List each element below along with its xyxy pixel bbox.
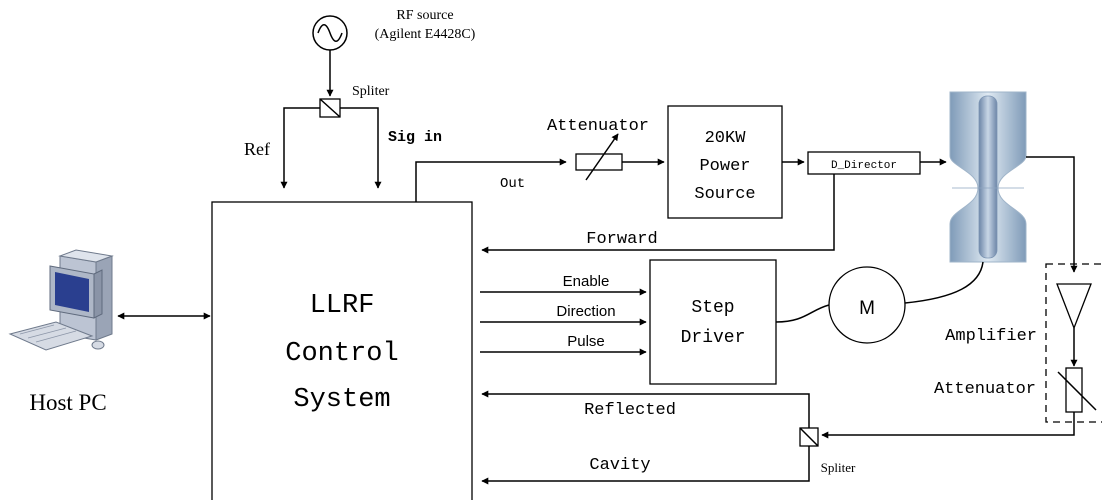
power-source-label-1: 20KW xyxy=(705,129,747,148)
sig-in-line xyxy=(340,107,382,189)
amplifier-label: Amplifier xyxy=(945,327,1037,346)
out-label: Out xyxy=(500,176,525,192)
pc-keyboard xyxy=(8,321,94,351)
d-director: D_Director xyxy=(807,151,921,175)
step-driver-label-2: Driver xyxy=(681,328,746,348)
llrf-label-1: LLRF xyxy=(310,291,375,321)
ref-line xyxy=(280,107,320,189)
power-source-label-3: Source xyxy=(694,185,755,204)
attenuator-to-spliter-line xyxy=(821,412,1075,439)
llrf-label-3: System xyxy=(293,385,390,415)
host-pc-label: Host PC xyxy=(29,390,106,415)
host-pc: Host PC xyxy=(8,249,114,415)
llrf-label-2: Control xyxy=(285,339,398,369)
motor-to-cavity-line xyxy=(904,261,984,304)
rf-source-label-2: (Agilent E4428C) xyxy=(375,27,476,42)
top-attenuator: Attenuator xyxy=(547,117,649,181)
attenuator-right-label: Attenuator xyxy=(934,380,1036,399)
forward-label: Forward xyxy=(586,230,657,249)
ref-label: Ref xyxy=(244,139,270,159)
spliter-bottom-label: Spliter xyxy=(821,460,856,475)
pulse-label: Pulse xyxy=(567,333,605,350)
step-driver: Step Driver xyxy=(649,259,777,385)
pickup-chain-box xyxy=(1045,263,1102,423)
amplifier-icon xyxy=(1056,283,1092,330)
attenuator-top-label: Attenuator xyxy=(547,117,649,136)
reflected-line xyxy=(481,390,810,428)
d-director-label: D_Director xyxy=(831,160,897,172)
d-director-box xyxy=(807,151,921,175)
rf-source: RF source (Agilent E4428C) xyxy=(312,8,476,51)
motor-icon xyxy=(828,266,906,344)
sine-wave-icon xyxy=(317,24,343,42)
llrf-control-system: LLRF Control System xyxy=(211,201,473,500)
motor: M xyxy=(828,266,906,344)
cavity-core xyxy=(978,95,998,259)
cavity-signal-line xyxy=(481,446,810,485)
cavity xyxy=(949,91,1027,263)
power-source-label-2: Power xyxy=(699,157,750,176)
sig-in-label: Sig in xyxy=(388,129,442,146)
power-source: 20KW Power Source xyxy=(667,105,783,219)
reflected-label: Reflected xyxy=(584,401,676,420)
driver-to-motor-line xyxy=(775,304,830,323)
out-line xyxy=(415,158,567,202)
step-driver-label-1: Step xyxy=(691,298,734,318)
spliter-top-label: Spliter xyxy=(352,84,390,99)
right-attenuator: Attenuator xyxy=(934,367,1097,413)
cavity-pickup-line xyxy=(1026,156,1078,273)
forward-line xyxy=(481,174,835,254)
power-source-box xyxy=(667,105,783,219)
cavity-label: Cavity xyxy=(589,456,650,475)
bottom-spliter: Spliter xyxy=(799,427,856,475)
attenuator-right-icon xyxy=(1065,367,1083,413)
enable-label: Enable xyxy=(563,273,610,290)
direction-label: Direction xyxy=(556,303,615,320)
amplifier: Amplifier xyxy=(945,283,1092,346)
motor-label: M xyxy=(859,298,875,319)
pc-mouse xyxy=(91,340,105,350)
pc-screen xyxy=(55,272,89,312)
step-driver-box xyxy=(649,259,777,385)
llrf-box xyxy=(211,201,473,500)
rf-source-label-1: RF source xyxy=(396,8,453,23)
